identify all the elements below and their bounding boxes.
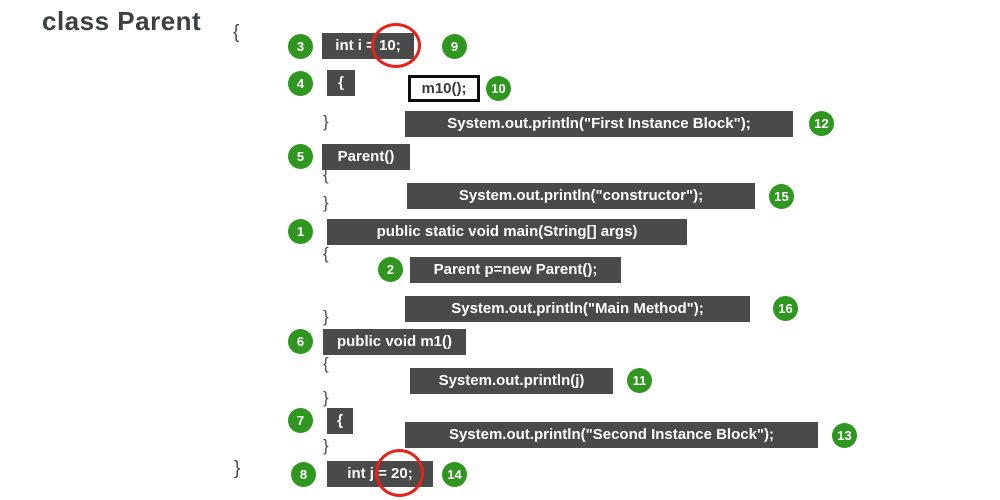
brace-m1-open: { [323, 354, 329, 373]
code-new-parent: Parent p=new Parent(); [410, 257, 621, 283]
red-circle-value-10 [371, 23, 421, 68]
order-badge-16: 16 [773, 296, 798, 321]
code-print-j: System.out.println(j) [410, 368, 613, 394]
order-badge-5: 5 [288, 144, 313, 169]
brace-constructor-close: } [323, 193, 329, 212]
code-instance-block2-open: { [327, 408, 353, 434]
code-instance-block1-open: { [327, 70, 355, 96]
brace-instance-block2-close: } [323, 436, 329, 455]
class-open-brace: { [233, 22, 240, 43]
order-badge-13: 13 [832, 423, 857, 448]
brace-instance-block1-close: } [323, 112, 329, 131]
class-title: class Parent [42, 6, 202, 36]
order-badge-10: 10 [486, 76, 511, 101]
order-badge-8: 8 [291, 462, 316, 487]
order-badge-2: 2 [378, 257, 403, 282]
order-badge-6: 6 [288, 329, 313, 354]
code-m1-method: public void m1() [323, 329, 466, 355]
order-badge-7: 7 [288, 408, 313, 433]
order-badge-4: 4 [288, 71, 313, 96]
order-badge-9: 9 [442, 34, 467, 59]
order-badge-12: 12 [809, 111, 834, 136]
order-badge-1: 1 [288, 219, 313, 244]
class-close-brace: } [234, 458, 241, 479]
brace-m1-close: } [323, 388, 329, 407]
red-circle-value-20 [375, 449, 424, 497]
order-badge-11: 11 [627, 368, 652, 393]
code-m10-call: m10(); [408, 75, 480, 102]
order-badge-3: 3 [288, 34, 313, 59]
code-print-second-instance-block: System.out.println("Second Instance Bloc… [405, 422, 818, 448]
order-badge-15: 15 [769, 184, 794, 209]
brace-constructor-open: { [323, 165, 329, 184]
brace-main-close: } [323, 307, 329, 326]
code-print-constructor: System.out.println("constructor"); [407, 183, 755, 209]
brace-main-open: { [323, 244, 329, 263]
code-main-method: public static void main(String[] args) [327, 219, 687, 245]
order-badge-14: 14 [442, 462, 467, 487]
code-print-first-instance-block: System.out.println("First Instance Block… [405, 111, 793, 137]
code-constructor: Parent() [322, 144, 410, 170]
code-print-main-method: System.out.println("Main Method"); [405, 296, 750, 322]
